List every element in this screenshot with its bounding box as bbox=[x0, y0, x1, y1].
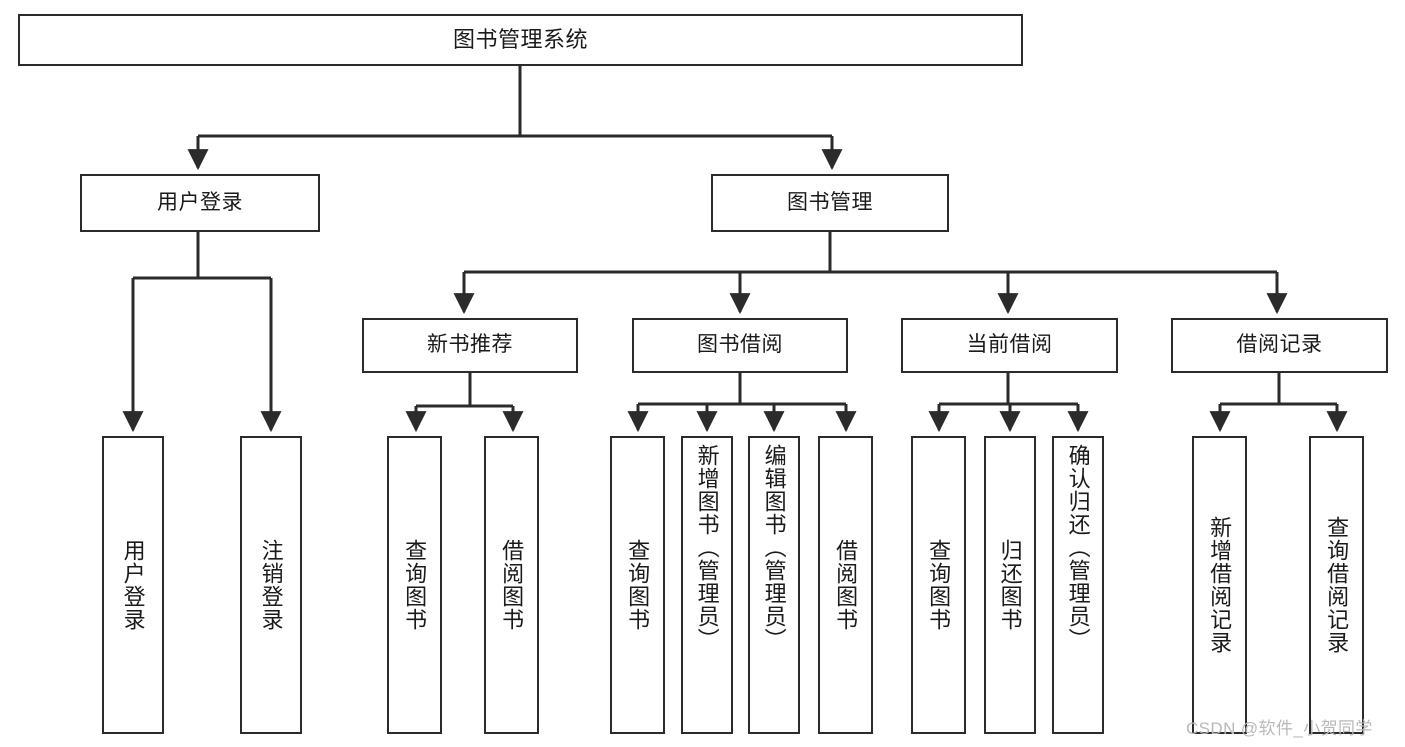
node-borrow-book-borrow-label: 借阅图书 bbox=[833, 539, 859, 631]
node-borrow-book-borrow[interactable]: 借阅图书 bbox=[818, 436, 873, 734]
node-root[interactable]: 图书管理系统 bbox=[18, 14, 1023, 66]
node-user-login-leaf-label: 用户登录 bbox=[120, 539, 146, 631]
node-new-book-recommend-label: 新书推荐 bbox=[427, 333, 513, 357]
node-user-login-leaf[interactable]: 用户登录 bbox=[102, 436, 164, 734]
node-query-book-rec[interactable]: 查询图书 bbox=[387, 436, 442, 734]
node-logout-leaf[interactable]: 注销登录 bbox=[240, 436, 302, 734]
node-logout-leaf-label: 注销登录 bbox=[258, 539, 284, 631]
node-current-borrow[interactable]: 当前借阅 bbox=[901, 318, 1118, 373]
node-confirm-return-admin[interactable]: 确认归还（管理员） bbox=[1052, 436, 1104, 734]
node-user-login[interactable]: 用户登录 bbox=[80, 174, 320, 232]
csdn-watermark: CSDN @软件_小贺同学 bbox=[1186, 719, 1373, 738]
node-query-borrow-record[interactable]: 查询借阅记录 bbox=[1309, 436, 1364, 734]
node-new-book-recommend[interactable]: 新书推荐 bbox=[362, 318, 578, 373]
node-edit-book-admin[interactable]: 编辑图书（管理员） bbox=[748, 436, 800, 734]
node-query-book-borrow[interactable]: 查询图书 bbox=[610, 436, 665, 734]
node-book-borrow-label: 图书借阅 bbox=[697, 333, 783, 357]
node-borrow-record-label: 借阅记录 bbox=[1236, 333, 1323, 357]
node-query-borrow-record-label: 查询借阅记录 bbox=[1324, 516, 1350, 654]
node-query-book-current[interactable]: 查询图书 bbox=[911, 436, 966, 734]
node-book-borrow[interactable]: 图书借阅 bbox=[632, 318, 848, 373]
node-add-borrow-record-label: 新增借阅记录 bbox=[1207, 516, 1233, 654]
node-book-manage-label: 图书管理 bbox=[787, 190, 873, 214]
node-query-book-current-label: 查询图书 bbox=[926, 539, 952, 631]
node-return-book[interactable]: 归还图书 bbox=[984, 436, 1036, 734]
node-borrow-book-rec-label: 借阅图书 bbox=[499, 539, 525, 631]
node-add-book-admin-label: 新增图书（管理员） bbox=[694, 444, 720, 651]
node-user-login-label: 用户登录 bbox=[157, 190, 243, 214]
node-edit-book-admin-label: 编辑图书（管理员） bbox=[761, 444, 787, 651]
node-borrow-book-rec[interactable]: 借阅图书 bbox=[484, 436, 539, 734]
node-query-book-rec-label: 查询图书 bbox=[402, 539, 428, 631]
node-book-manage[interactable]: 图书管理 bbox=[711, 174, 949, 232]
node-confirm-return-admin-label: 确认归还（管理员） bbox=[1065, 444, 1091, 651]
node-return-book-label: 归还图书 bbox=[997, 539, 1023, 631]
node-add-book-admin[interactable]: 新增图书（管理员） bbox=[681, 436, 733, 734]
node-query-book-borrow-label: 查询图书 bbox=[625, 539, 651, 631]
node-root-label: 图书管理系统 bbox=[452, 27, 588, 53]
node-current-borrow-label: 当前借阅 bbox=[966, 333, 1053, 357]
node-add-borrow-record[interactable]: 新增借阅记录 bbox=[1192, 436, 1247, 734]
node-borrow-record[interactable]: 借阅记录 bbox=[1171, 318, 1388, 373]
